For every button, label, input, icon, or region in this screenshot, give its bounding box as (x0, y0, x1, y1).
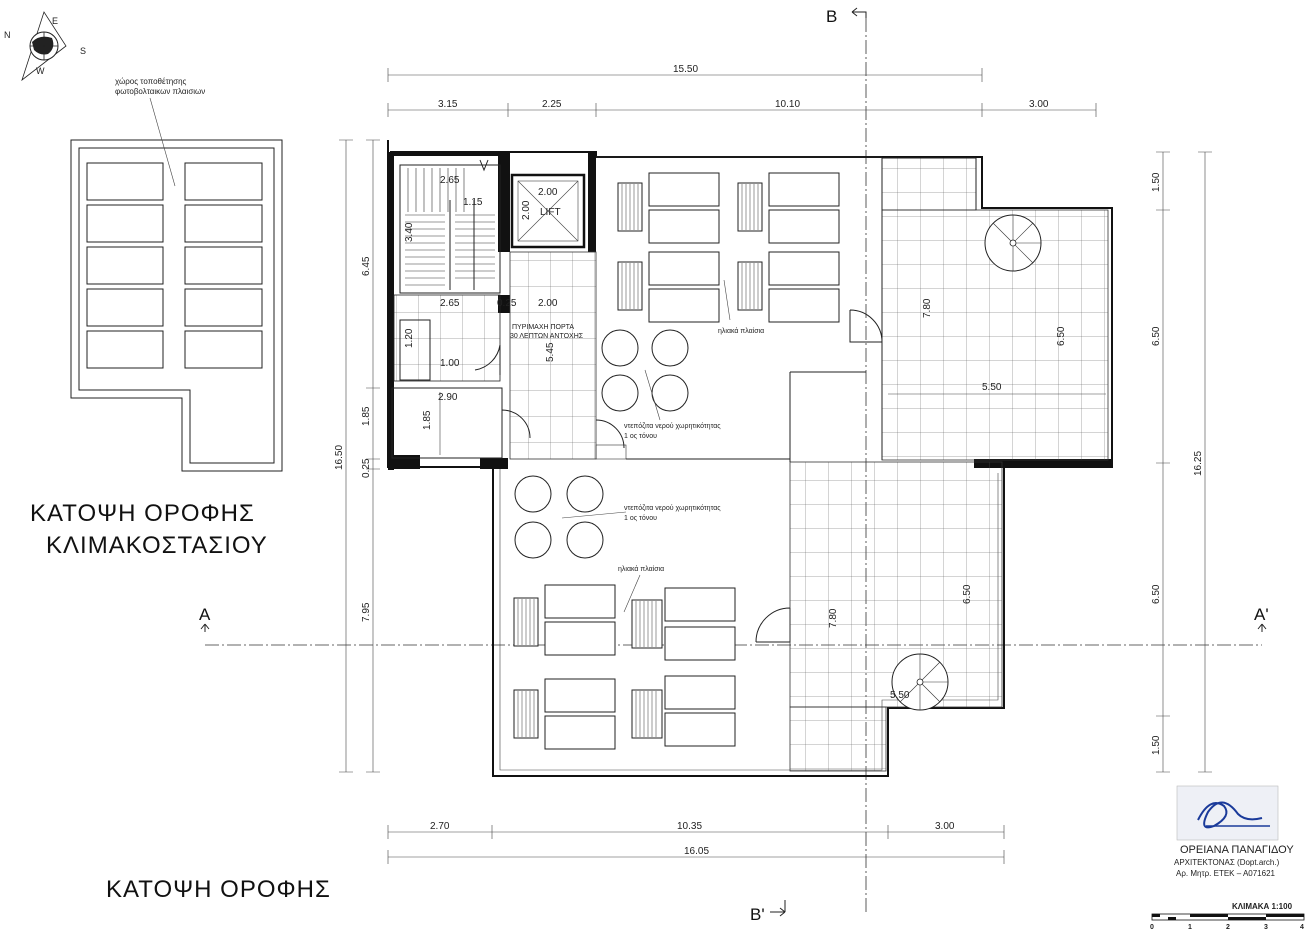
dim-interior-6: 2.65 (440, 298, 460, 309)
roof-plan-title: ΚΑΤΟΨΗ ΟΡΟΦΗΣ (106, 876, 331, 903)
dim-interior-15: 6.50 (1056, 326, 1067, 346)
dim-top-part-4: 3.00 (1029, 99, 1049, 110)
water-tanks-lower (514, 475, 627, 559)
dim-left-part-4: 7.95 (361, 602, 372, 622)
dim-top-total: 15.50 (673, 64, 698, 75)
upper-terrace (881, 157, 1109, 461)
dim-interior-7: 0.25 (497, 298, 517, 309)
dim-right-part-2: 6.50 (1151, 326, 1162, 346)
dim-right-total: 16.25 (1193, 451, 1204, 476)
scale-tick-0: 0 (1150, 924, 1154, 931)
dim-interior-13: 1.85 (422, 410, 433, 430)
architect-title: ΑΡΧΙΤΕΚΤΟΝΑΣ (Dopt.arch.) (1174, 858, 1280, 867)
dim-right-part-1: 1.50 (1151, 172, 1162, 192)
compass-letter-n: N (4, 30, 11, 40)
compass-letter-e: E (52, 16, 58, 26)
dim-interior-17: 7.80 (828, 608, 839, 628)
fire-door-label-line1: ΠΥΡΙΜΑΧΗ ΠΟΡΤΑ (512, 324, 574, 331)
signature-stamp (1176, 785, 1279, 841)
dim-interior-18: 6.50 (962, 584, 973, 604)
staircase-roof-title-line1: ΚΑΤΟΨΗ ΟΡΟΦΗΣ (30, 500, 255, 527)
dim-left-part-1: 6.45 (361, 256, 372, 276)
dim-interior-5: 2.00 (521, 200, 532, 220)
dim-interior-1: 2.65 (440, 175, 460, 186)
dim-top-part-1: 3.15 (438, 99, 458, 110)
scale-bar: ΚΛΙΜΑΚΑ 1:100 0 1 2 3 4 (1150, 902, 1305, 931)
compass-letter-s: S (80, 46, 86, 56)
scale-tick-1: 1 (1188, 924, 1192, 931)
lower-terrace (789, 461, 1003, 772)
dim-left-part-3: 0.25 (361, 458, 372, 478)
staircase-roof-title-line2: ΚΛΙΜΑΚΟΣΤΑΣΙΟΥ (46, 532, 268, 559)
fire-door-label-line2: 30 ΛΕΠΤΩΝ ΑΝΤΟΧΗΣ (510, 333, 584, 340)
dim-interior-16: 5.50 (982, 382, 1002, 393)
dim-interior-14: 7.80 (922, 298, 933, 318)
scale-tick-2: 2 (1226, 924, 1230, 931)
scale-label: ΚΛΙΜΑΚΑ 1:100 (1232, 902, 1293, 911)
dim-interior-12: 2.90 (438, 392, 458, 403)
dim-interior-19: 5.50 (890, 690, 910, 701)
dim-bottom-part-3: 3.00 (935, 821, 955, 832)
dimension-lines (339, 68, 1212, 864)
dim-interior-10: 1.00 (440, 358, 460, 369)
interior-dimensions: 2.65 1.15 3.40 2.00 2.00 2.65 0.25 2.00 … (404, 175, 1067, 701)
solar-panels-lower (513, 574, 736, 750)
section-label-a-right: A' (1254, 605, 1269, 624)
compass-icon: N E S W (4, 11, 86, 82)
dim-interior-4: 2.00 (538, 187, 558, 198)
dim-left-part-2: 1.85 (361, 406, 372, 426)
section-label-b-top: B (826, 7, 837, 26)
dim-interior-3: 3.40 (404, 222, 415, 242)
dim-bottom-part-2: 10.35 (677, 821, 702, 832)
pv-area-note-line2: φωτοβολταικων πλαισιων (115, 87, 205, 96)
water-tanks-label-lower-line1: ντεπόζιτα νερού χωρητικότητας (624, 504, 721, 512)
water-tanks-upper (601, 329, 689, 421)
dim-top-part-3: 10.10 (775, 99, 800, 110)
dim-left-total: 16.50 (334, 445, 345, 470)
dim-interior-2: 1.15 (463, 197, 483, 208)
staircase-roof-plan: χώρος τοποθέτησης φωτοβολταικων πλαισιων (70, 77, 283, 472)
pv-panel-grid (86, 162, 263, 369)
architect-registration: Αρ. Μητρ. ΕΤΕΚ – Α071621 (1176, 869, 1276, 878)
dim-bottom-part-1: 2.70 (430, 821, 450, 832)
dim-top-part-2: 2.25 (542, 99, 562, 110)
dim-right-part-3: 6.50 (1151, 584, 1162, 604)
dim-right-part-4: 1.50 (1151, 735, 1162, 755)
scale-tick-4: 4 (1300, 924, 1304, 931)
pv-area-note-line1: χώρος τοποθέτησης (115, 77, 187, 86)
dim-interior-11: 5.45 (545, 342, 556, 362)
dim-interior-8: 2.00 (538, 298, 558, 309)
lift-shaft (510, 173, 586, 249)
water-tanks-label-upper-line1: ντεπόζιτα νερού χωρητικότητας (624, 422, 721, 430)
dim-interior-9: 1.20 (404, 328, 415, 348)
water-tanks-label-upper-line2: 1 ος τόνου (624, 432, 657, 440)
tiled-corridor (509, 251, 597, 460)
roof-inner-lines (596, 156, 882, 462)
dim-bottom-total: 16.05 (684, 846, 709, 857)
compass-letter-w: W (36, 66, 45, 76)
section-label-b-bottom: B' (750, 905, 765, 924)
architect-name: ΟΡΕΙΑΝΑ ΠΑΝΑΓΙΔΟΥ (1180, 844, 1294, 856)
section-label-a-left: A (199, 605, 211, 624)
solar-panels-upper (617, 172, 840, 323)
solar-panels-label-upper: ηλιακά πλαίσια (718, 327, 764, 335)
solar-panels-label-lower: ηλιακά πλαίσια (618, 565, 664, 573)
stair-core (391, 159, 503, 459)
water-tanks-label-lower-line2: 1 ος τόνου (624, 514, 657, 522)
scale-tick-3: 3 (1264, 924, 1268, 931)
lift-label: LIFT (540, 207, 561, 218)
